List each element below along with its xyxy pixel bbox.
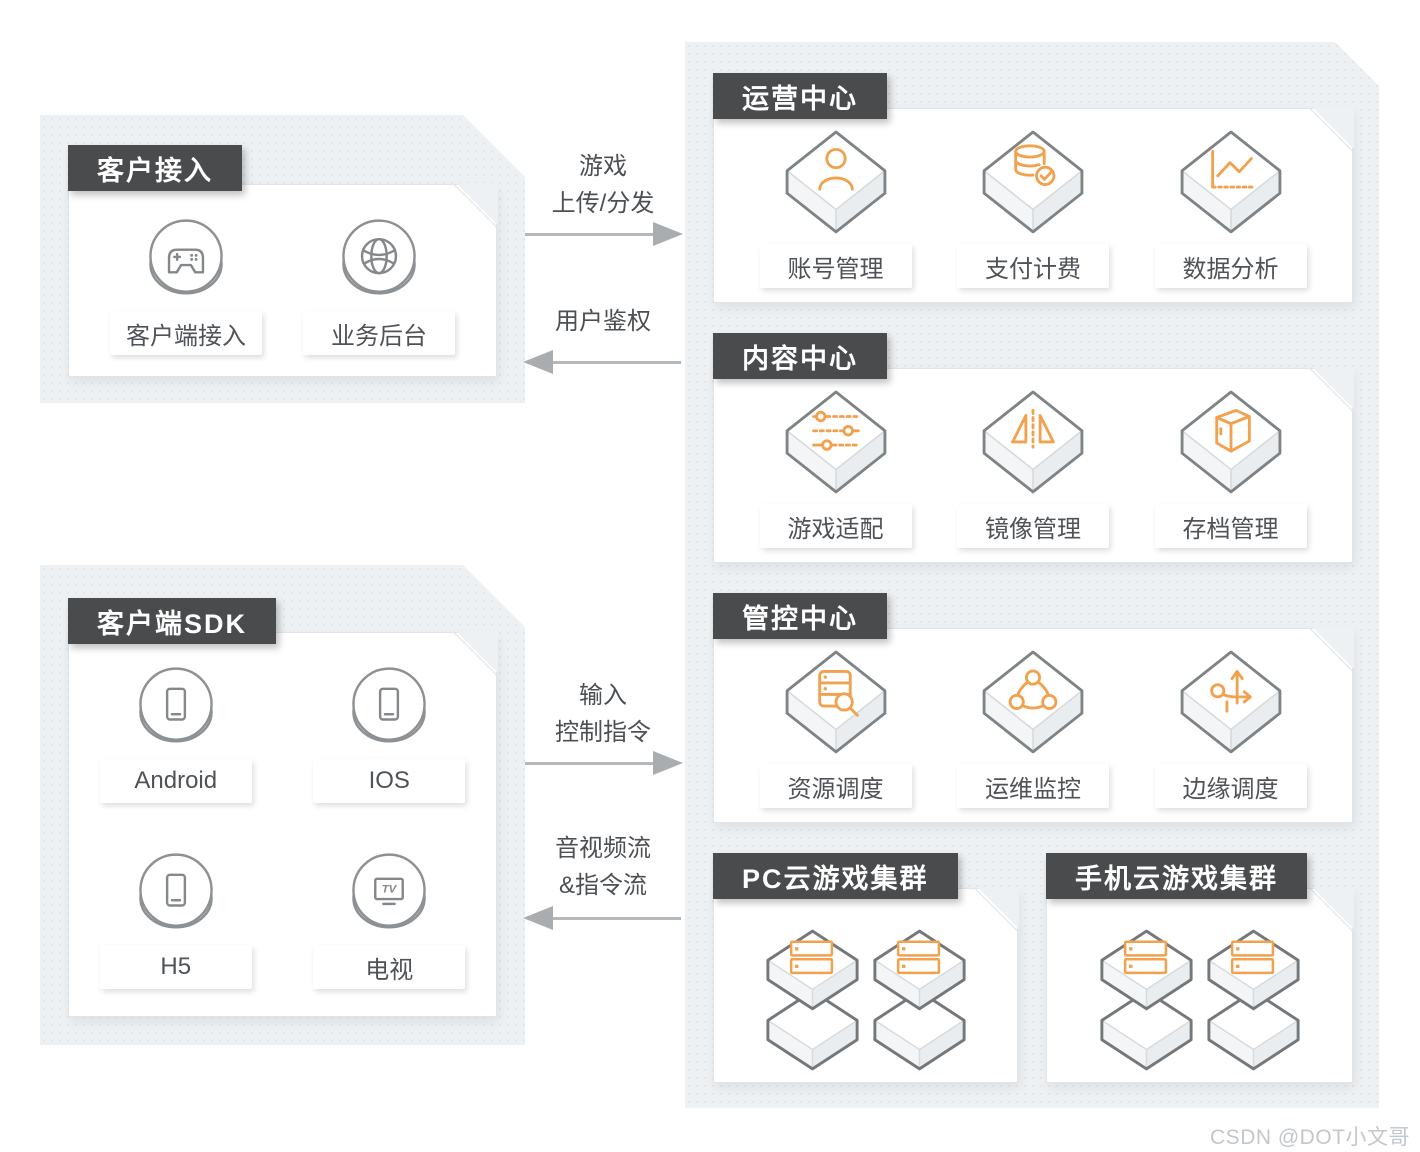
arrow-right-icon (523, 751, 683, 775)
phone-icon (347, 667, 431, 751)
flow-3-right: 输入控制指令 (523, 677, 683, 775)
server-stack-icon (1098, 929, 1195, 1071)
diagram-item: 支付计费 (957, 130, 1109, 288)
item-label: IOS (313, 759, 465, 803)
item-label: 镜像管理 (957, 504, 1109, 548)
server-stack-icon (871, 929, 968, 1071)
chart-icon (1178, 130, 1284, 236)
mirror-icon (980, 390, 1086, 496)
phone-icon (134, 667, 218, 751)
arrow-right-icon (523, 222, 683, 246)
mobile-cluster-tab: 手机云游戏集群 (1046, 853, 1307, 899)
client-sdk-panel: Android IOS H5 TV 电视 (68, 632, 497, 1017)
operations-center-items: 账号管理 支付计费 数据分析 (714, 109, 1352, 288)
diagram-item: 客户端接入 (110, 219, 262, 355)
flow-2-left: 用户鉴权 (523, 303, 683, 374)
diagram-item: Android (69, 667, 283, 803)
diagram-item: 边缘调度 (1155, 650, 1307, 808)
item-label: 支付计费 (957, 244, 1109, 288)
gamepad-icon (144, 219, 228, 303)
diagram-item: 镜像管理 (957, 390, 1109, 548)
flow-label-line: 游戏 (579, 153, 627, 180)
item-label: H5 (100, 945, 252, 989)
nodes-icon (980, 650, 1086, 756)
coins-check-icon (980, 130, 1086, 236)
diagram-item: TV 电视 (283, 853, 497, 989)
diagram-item: IOS (283, 667, 497, 803)
phone-icon (134, 853, 218, 937)
item-label: 账号管理 (760, 244, 912, 288)
svg-text:TV: TV (382, 884, 398, 896)
item-label: Android (100, 759, 252, 803)
operations-center-tab: 运营中心 (713, 73, 887, 119)
content-center-panel: 游戏适配 镜像管理 存档管理 (713, 368, 1353, 563)
cloud-platform-zone: 账号管理 支付计费 数据分析 运营中心 游戏适配 镜像管理 存档管理 内容中心 资源调度… (685, 42, 1379, 1108)
operations-center-panel: 账号管理 支付计费 数据分析 (713, 108, 1353, 303)
item-label: 游戏适配 (760, 504, 912, 548)
globe-icon (337, 219, 421, 303)
server-stack-icon (764, 929, 861, 1071)
customer-access-panel: 客户端接入业务后台 (68, 184, 497, 377)
user-icon (783, 130, 889, 236)
diagram-item: 账号管理 (760, 130, 912, 288)
item-label: 边缘调度 (1155, 764, 1307, 808)
flow-label: 游戏上传/分发 (523, 148, 683, 222)
control-center-tab: 管控中心 (713, 593, 887, 639)
arrow-left-icon (523, 350, 683, 374)
mobile-cluster-servers (1047, 889, 1352, 1071)
flow-1-right: 游戏上传/分发 (523, 148, 683, 246)
server-stack-icon (1205, 929, 1302, 1071)
customer-access-items: 客户端接入业务后台 (69, 185, 496, 355)
customer-access-tab: 客户接入 (68, 145, 242, 191)
diagram-item: H5 (69, 853, 283, 989)
item-label: 资源调度 (760, 764, 912, 808)
flow-label: 音视频流&指令流 (523, 830, 683, 904)
content-center-tab: 内容中心 (713, 333, 887, 379)
customer-access-zone: 客户端接入业务后台 客户接入 (40, 115, 525, 403)
content-center-items: 游戏适配 镜像管理 存档管理 (714, 369, 1352, 548)
watermark: CSDN @DOT小文哥 (1210, 1126, 1410, 1149)
client-sdk-zone: Android IOS H5 TV 电视 客户端SDK (40, 565, 525, 1045)
flow-label: 用户鉴权 (523, 303, 683, 340)
item-label: 数据分析 (1155, 244, 1307, 288)
control-center-panel: 资源调度 运维监控 边缘调度 (713, 628, 1353, 823)
item-label: 业务后台 (303, 311, 455, 355)
diagram-item: 游戏适配 (760, 390, 912, 548)
route-icon (1178, 650, 1284, 756)
diagram-item: 数据分析 (1155, 130, 1307, 288)
flow-label-line: &指令流 (558, 872, 647, 899)
item-label: 电视 (313, 945, 465, 989)
archive-box-icon (1178, 390, 1284, 496)
pc-cluster-servers (714, 889, 1017, 1071)
item-label: 存档管理 (1155, 504, 1307, 548)
item-label: 运维监控 (957, 764, 1109, 808)
diagram-item: 存档管理 (1155, 390, 1307, 548)
pc-cluster-tab: PC云游戏集群 (713, 853, 958, 899)
flow-label-line: 用户鉴权 (555, 308, 651, 335)
pc-cluster-panel (713, 888, 1018, 1083)
diagram-item: 业务后台 (303, 219, 455, 355)
sliders-icon (783, 390, 889, 496)
control-center-items: 资源调度 运维监控 边缘调度 (714, 629, 1352, 808)
client-sdk-tab: 客户端SDK (68, 598, 276, 644)
tv-icon: TV (347, 853, 431, 937)
diagram-item: 运维监控 (957, 650, 1109, 808)
diagram-item: 资源调度 (760, 650, 912, 808)
flow-4-left: 音视频流&指令流 (523, 830, 683, 930)
arrow-left-icon (523, 906, 683, 930)
client-sdk-items: Android IOS H5 TV 电视 (69, 633, 496, 989)
server-search-icon (783, 650, 889, 756)
flow-label: 输入控制指令 (523, 677, 683, 751)
flow-label-line: 控制指令 (555, 719, 651, 746)
mobile-cluster-panel (1046, 888, 1353, 1083)
flow-label-line: 上传/分发 (551, 190, 655, 217)
item-label: 客户端接入 (110, 311, 262, 355)
flow-label-line: 音视频流 (555, 835, 651, 862)
flow-label-line: 输入 (579, 682, 627, 709)
